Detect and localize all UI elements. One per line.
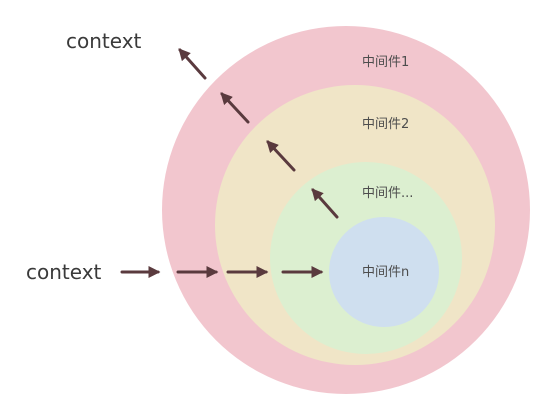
arrow-out-3	[220, 92, 250, 124]
layer-3-label: 中间件...	[362, 186, 413, 201]
layer-1-label: 中间件1	[362, 55, 409, 70]
context-out-label: context	[66, 29, 142, 53]
outgoing-arrows	[178, 48, 339, 219]
arrow-out-4	[178, 48, 207, 80]
layer-n-circle	[329, 217, 439, 327]
layer-2-label: 中间件2	[362, 117, 409, 132]
arrow-out-2	[266, 140, 296, 172]
layer-n-label: 中间件n	[362, 265, 409, 280]
context-in-label: context	[26, 260, 102, 284]
arrow-out-1	[311, 188, 339, 219]
